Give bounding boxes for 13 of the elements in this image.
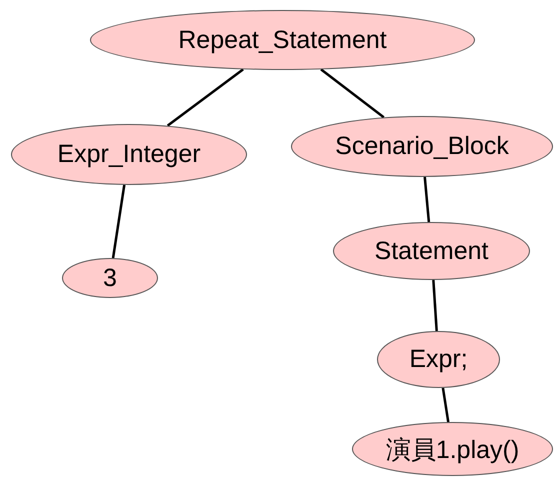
connector-line: [112, 184, 126, 258]
tree-node-ellipse: Scenario_Block: [291, 116, 553, 177]
connector-line: [320, 68, 385, 118]
tree-node-ellipse: Repeat_Statement: [90, 10, 475, 70]
tree-node-ellipse: Expr_Integer: [11, 124, 247, 185]
tree-node-ellipse: 演員1.play(): [352, 422, 553, 476]
tree-node-ellipse: Statement: [333, 222, 530, 280]
connector-line: [424, 176, 430, 222]
tree-node-ellipse: 3: [62, 258, 158, 298]
connector-line: [166, 68, 244, 127]
tree-node-ellipse: Expr;: [377, 331, 500, 388]
connector-line: [442, 388, 450, 422]
connector-line: [432, 280, 438, 332]
